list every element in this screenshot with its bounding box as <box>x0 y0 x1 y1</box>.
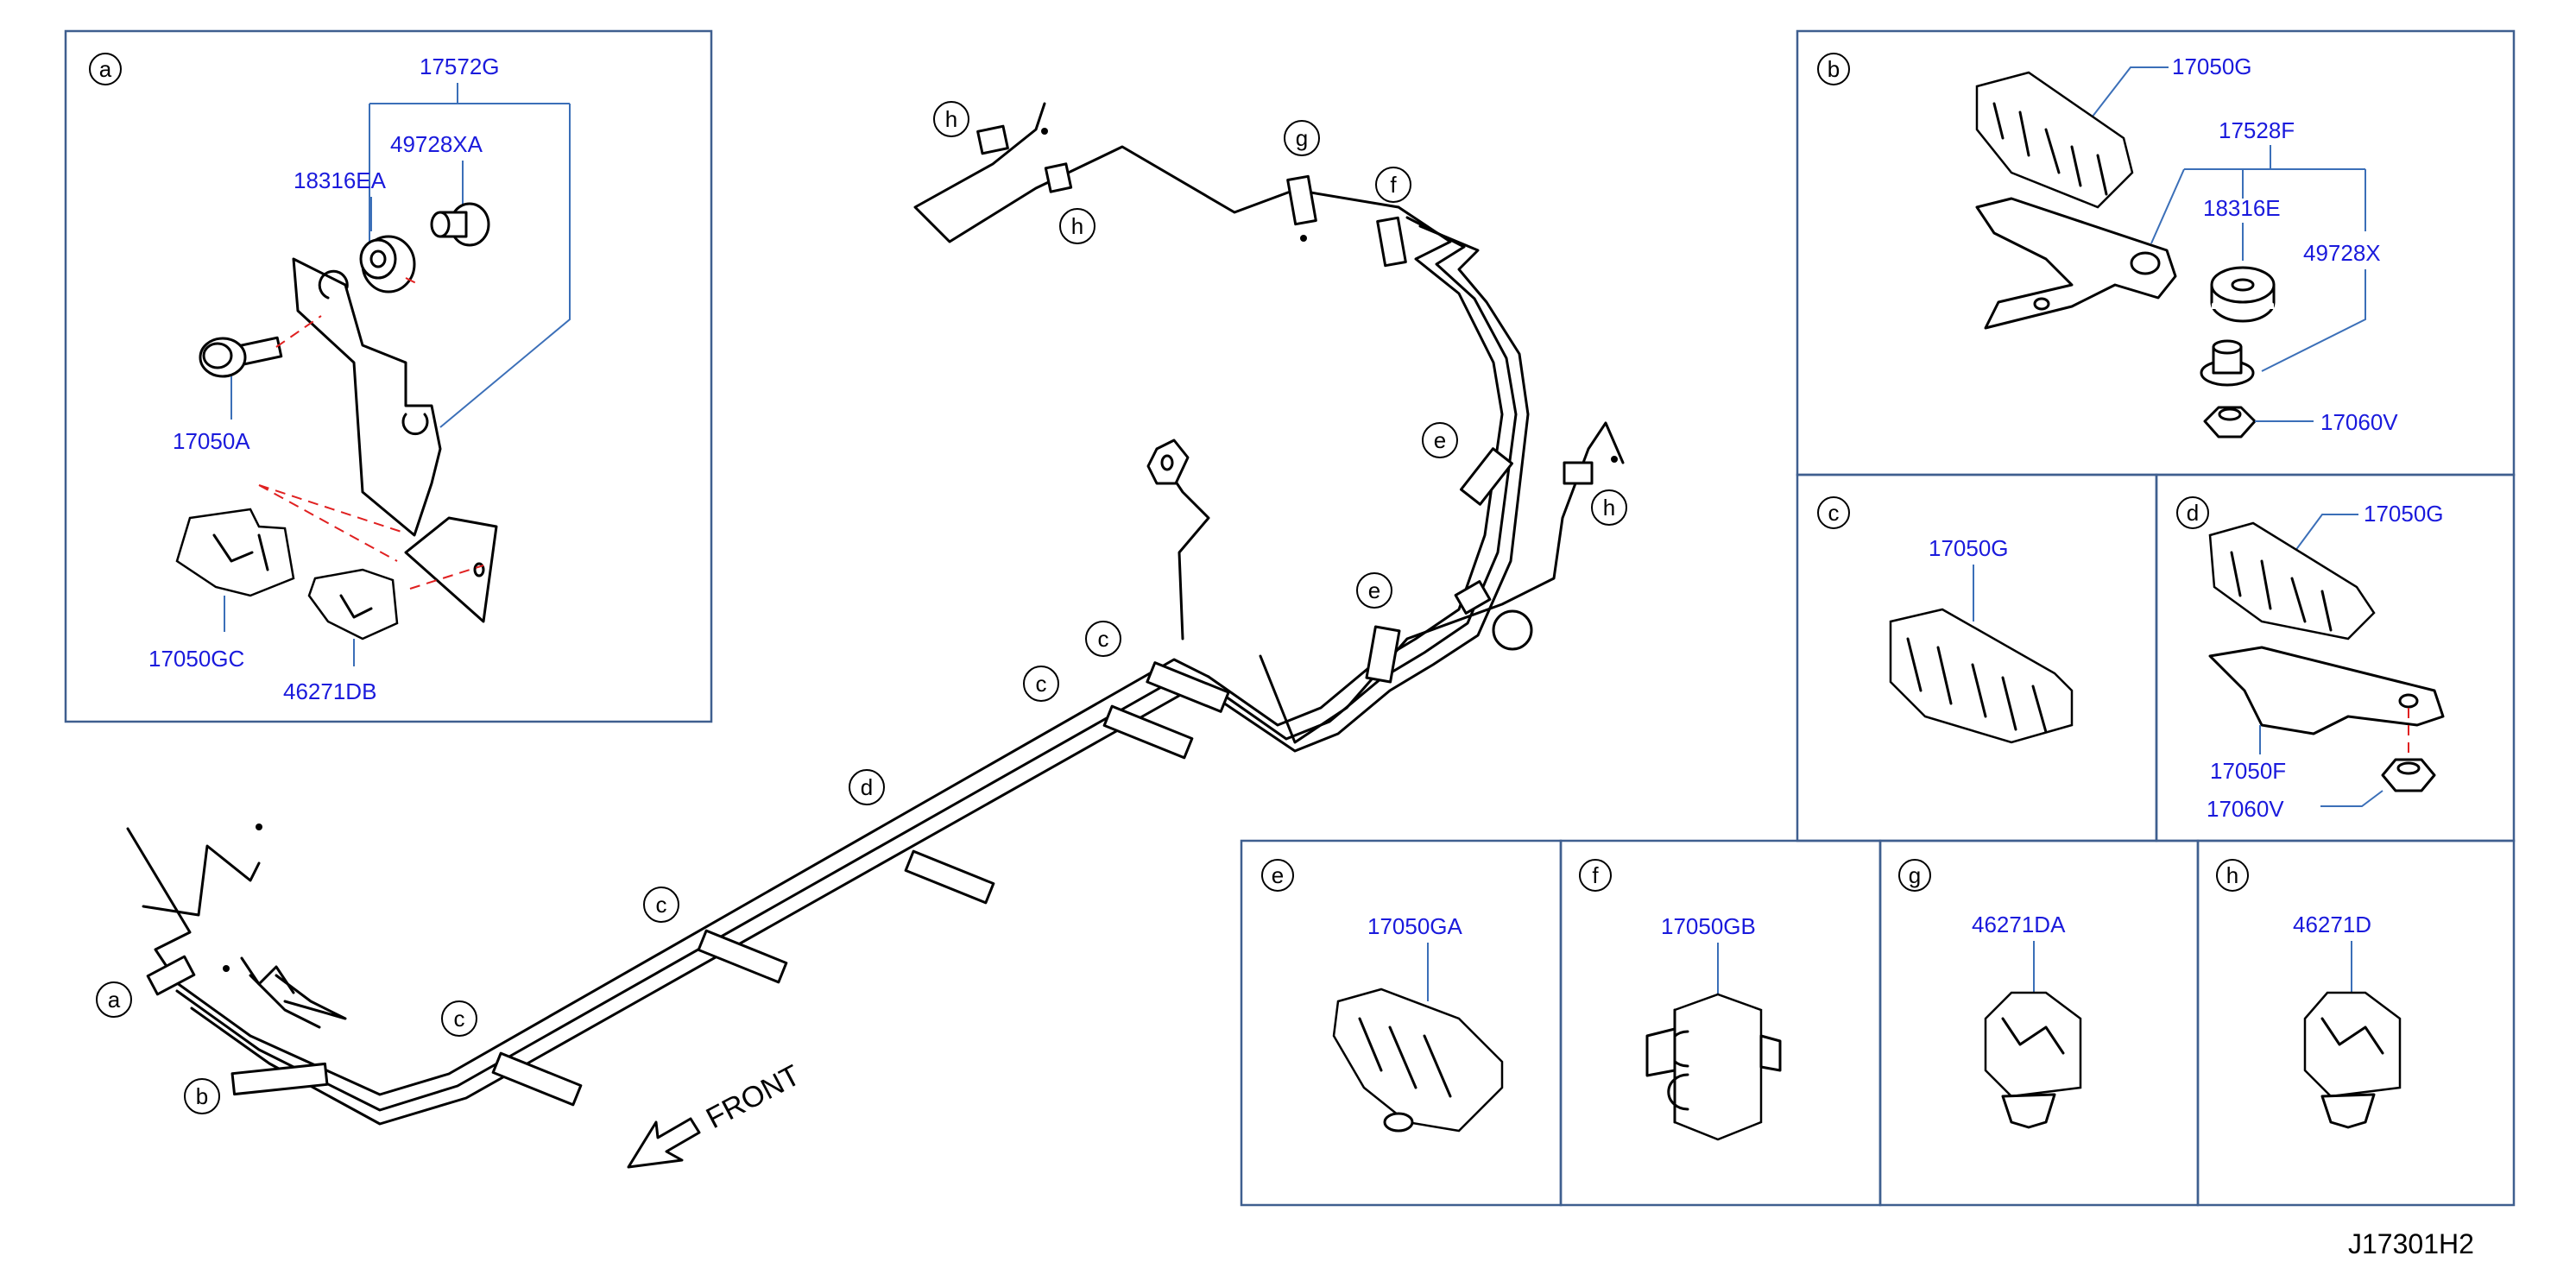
callout-c-4[interactable]: c <box>454 1006 465 1032</box>
bracket-17528F <box>1975 197 2177 330</box>
front-direction-indicator: FRONT <box>627 1059 805 1169</box>
panel-b: b 17050G 17528F 18316E 49728X 170 <box>1817 53 2398 439</box>
panel-f: f 17050GB <box>1579 859 1782 1141</box>
panel-a: a 17572G 49728XA 18316EA <box>89 53 571 704</box>
callout-g-1[interactable]: g <box>1296 125 1308 151</box>
part-17050GB[interactable]: 17050GB <box>1661 913 1756 939</box>
clip-17050G-c <box>1889 608 2074 744</box>
callout-a-1[interactable]: a <box>108 987 121 1013</box>
part-17528F[interactable]: 17528F <box>2219 117 2295 143</box>
bracket-17050F <box>2208 646 2445 735</box>
panel-h-letter: h <box>2226 862 2238 888</box>
bracket-panel-a <box>292 257 442 537</box>
clip-17050G-b <box>1975 71 2134 209</box>
panel-c-letter: c <box>1828 500 1840 526</box>
part-18316EA[interactable]: 18316EA <box>294 167 387 193</box>
part-18316E[interactable]: 18316E <box>2203 195 2281 221</box>
panel-e: e 17050GA <box>1261 859 1504 1133</box>
callout-d-1[interactable]: d <box>861 774 873 800</box>
collar-49728XA <box>430 202 490 247</box>
panel-g-letter: g <box>1909 862 1921 888</box>
fuel-tube-routing <box>126 102 1625 1126</box>
callout-e-2[interactable]: e <box>1368 577 1380 603</box>
panel-a-letter: a <box>99 56 112 82</box>
callout-e-1[interactable]: e <box>1434 427 1446 453</box>
diagram-code: J17301H2 <box>2348 1228 2474 1259</box>
part-49728XA[interactable]: 49728XA <box>390 131 483 157</box>
panel-b-letter: b <box>1828 56 1840 82</box>
panel-d-letter: d <box>2187 500 2199 526</box>
part-17060V-b[interactable]: 17060V <box>2320 409 2398 435</box>
callout-b-1[interactable]: b <box>196 1083 208 1109</box>
clip-46271D <box>2303 991 2402 1098</box>
grommet-18316EA <box>359 235 416 293</box>
nut-17060V-d <box>2381 758 2436 792</box>
part-17050A[interactable]: 17050A <box>173 428 250 454</box>
panel-a-frame <box>64 29 713 723</box>
clip-46271DA <box>1984 991 2082 1098</box>
panel-d: d 17050G 17050F 17060V <box>2176 496 2445 822</box>
part-17050G-b[interactable]: 17050G <box>2172 54 2252 79</box>
tube-clip-markers <box>146 124 1594 1107</box>
grommet-18316E <box>2210 266 2276 323</box>
clip-17050GC <box>175 508 295 597</box>
part-17050GC[interactable]: 17050GC <box>148 646 244 672</box>
part-17050F[interactable]: 17050F <box>2210 758 2286 784</box>
panel-e-letter: e <box>1272 862 1284 888</box>
part-49728X[interactable]: 49728X <box>2303 240 2381 266</box>
part-46271D[interactable]: 46271D <box>2293 912 2371 937</box>
part-46271DA[interactable]: 46271DA <box>1972 912 2066 937</box>
callout-c-3[interactable]: c <box>656 892 667 918</box>
clip-17050GA <box>1332 988 1504 1133</box>
callout-h-1[interactable]: h <box>945 106 957 132</box>
panel-h: h 46271D <box>2216 859 2402 1129</box>
callout-c-1[interactable]: c <box>1098 626 1109 652</box>
main-callouts: h h h g f e e c c c c d a b <box>96 101 1627 1114</box>
callout-h-3[interactable]: h <box>1603 495 1615 521</box>
callout-h-2[interactable]: h <box>1071 213 1083 239</box>
front-arrow-icon <box>627 1117 701 1169</box>
callout-f-1[interactable]: f <box>1390 172 1397 198</box>
part-17572G[interactable]: 17572G <box>420 54 500 79</box>
callout-c-2[interactable]: c <box>1036 671 1047 697</box>
clip-46271DB <box>307 568 399 640</box>
front-label: FRONT <box>701 1059 805 1136</box>
collar-49728X <box>2200 339 2255 387</box>
bolt-17050A <box>199 336 283 378</box>
panel-g: g 46271DA <box>1898 859 2082 1129</box>
nut-17060V-b <box>2203 406 2257 439</box>
panel-h-frame <box>2196 839 2516 1207</box>
part-17050G-c[interactable]: 17050G <box>1929 535 2009 561</box>
part-17060V-d[interactable]: 17060V <box>2207 796 2284 822</box>
part-17050G-d[interactable]: 17050G <box>2364 501 2444 527</box>
panel-f-letter: f <box>1592 862 1599 888</box>
part-17050GA[interactable]: 17050GA <box>1367 913 1463 939</box>
panel-c: c 17050G <box>1817 496 2074 744</box>
part-46271DB[interactable]: 46271DB <box>283 678 376 704</box>
